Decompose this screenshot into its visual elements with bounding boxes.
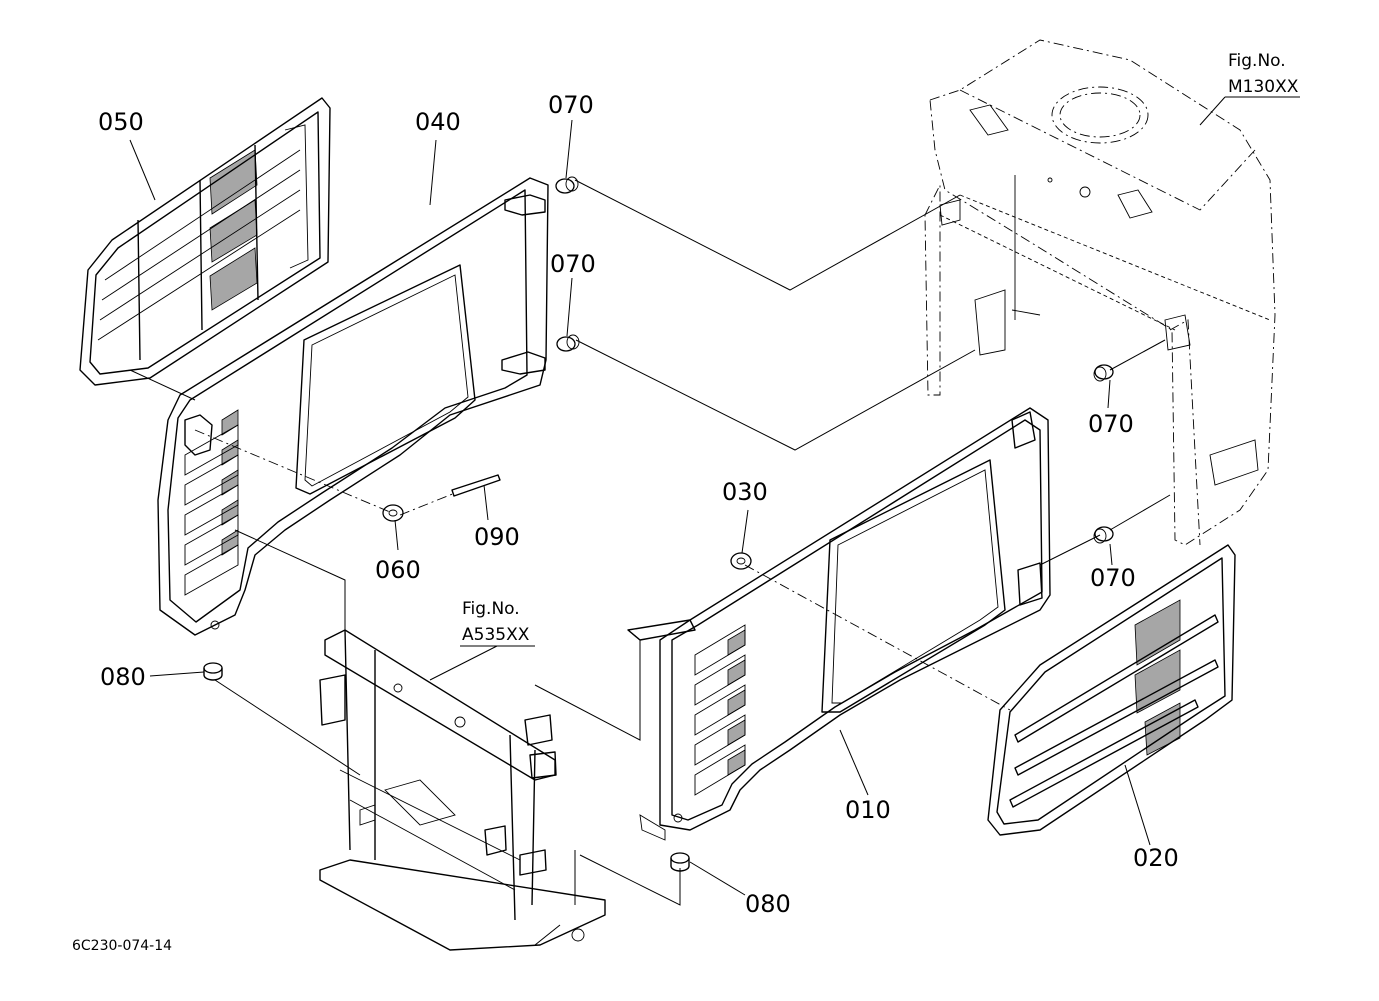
label-070-d: 070 bbox=[1090, 564, 1136, 592]
label-080-right: 080 bbox=[745, 890, 791, 918]
label-030: 030 bbox=[722, 478, 768, 506]
label-090: 090 bbox=[474, 523, 520, 551]
diagram-code: 6C230-074-14 bbox=[72, 938, 172, 954]
assembly-guide-lines bbox=[129, 179, 1171, 946]
center-frame-reference bbox=[319, 629, 606, 951]
label-070-a: 070 bbox=[548, 91, 594, 119]
label-010: 010 bbox=[845, 796, 891, 824]
label-060: 060 bbox=[375, 556, 421, 584]
part-070-bushing-lower-left[interactable] bbox=[556, 334, 580, 352]
ref-center-line1[interactable]: Fig.No. bbox=[462, 599, 520, 619]
ref-top-right-line1[interactable]: Fig.No. bbox=[1228, 51, 1286, 71]
part-030-grommet[interactable] bbox=[730, 552, 752, 570]
label-080-left: 080 bbox=[100, 663, 146, 691]
part-020-right-grille[interactable] bbox=[987, 544, 1236, 836]
part-070-bushing-upper-right[interactable] bbox=[1093, 364, 1114, 382]
label-040: 040 bbox=[415, 108, 461, 136]
label-leader-lines bbox=[129, 96, 1300, 896]
label-070-c: 070 bbox=[1088, 410, 1134, 438]
part-050-left-grille[interactable] bbox=[79, 97, 331, 386]
ref-center-line2[interactable]: A535XX bbox=[462, 625, 530, 645]
part-080-right-cushion[interactable] bbox=[670, 813, 690, 872]
ref-top-right-line2[interactable]: M130XX bbox=[1228, 77, 1299, 97]
label-050: 050 bbox=[98, 108, 144, 136]
part-070-bushing-lower-right[interactable] bbox=[1093, 526, 1114, 544]
label-070-b: 070 bbox=[550, 250, 596, 278]
part-090-rod[interactable] bbox=[451, 474, 501, 497]
label-020: 020 bbox=[1133, 844, 1179, 872]
part-060-grommet[interactable] bbox=[382, 504, 404, 522]
part-070-bushing-upper-left[interactable] bbox=[555, 176, 579, 194]
part-010-right-panel[interactable] bbox=[627, 407, 1051, 841]
cabin-reference-ghost bbox=[924, 39, 1276, 546]
part-080-left-cushion[interactable] bbox=[203, 662, 223, 681]
